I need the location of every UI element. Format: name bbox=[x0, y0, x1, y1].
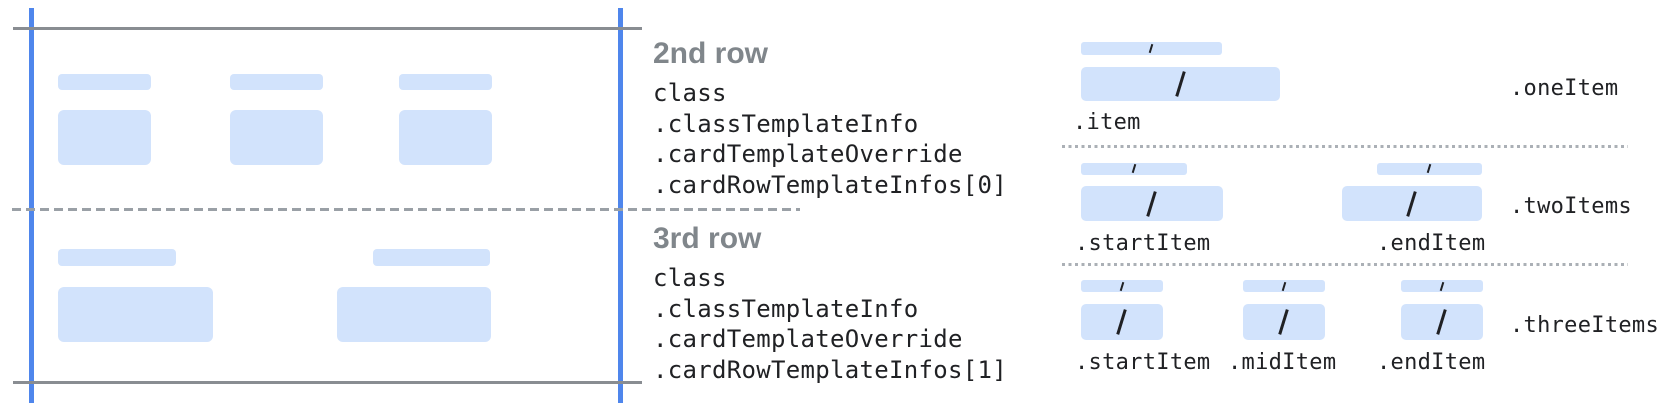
class-path-line: class bbox=[653, 264, 727, 292]
class-path-line: .cardRowTemplateInfos[0] bbox=[653, 171, 1007, 200]
row3-col2-label-placeholder bbox=[373, 249, 490, 266]
card-left-guide-line bbox=[29, 8, 34, 403]
three-items-mid-header-box bbox=[1243, 280, 1325, 292]
two-items-end-body-box bbox=[1342, 186, 1482, 221]
three-items-layout-name: .threeItems bbox=[1510, 313, 1659, 338]
two-items-start-body-box bbox=[1081, 186, 1223, 221]
class-path-line: .cardTemplateOverride bbox=[653, 325, 963, 354]
three-items-end-header-box bbox=[1401, 280, 1483, 292]
row-divider-dashed-line bbox=[12, 207, 800, 211]
three-items-start-body-box bbox=[1081, 303, 1163, 340]
three-items-start-header-box bbox=[1081, 280, 1163, 292]
slash-icon bbox=[1406, 190, 1418, 217]
class-path-line: .classTemplateInfo bbox=[653, 109, 919, 138]
card-top-guide-line bbox=[13, 27, 642, 30]
slash-icon bbox=[1427, 164, 1432, 174]
class-path-line: class bbox=[653, 79, 727, 107]
class-path-line: .classTemplateInfo bbox=[653, 294, 919, 323]
two-items-end-path-label: .endItem bbox=[1377, 231, 1486, 256]
three-items-mid-path-label: .midItem bbox=[1228, 350, 1337, 375]
row3-col2-value-placeholder bbox=[337, 287, 491, 342]
row2-col3-label-placeholder bbox=[399, 74, 492, 90]
legend-divider-dotted-line bbox=[1062, 262, 1628, 266]
row2-col1-value-placeholder bbox=[58, 110, 151, 165]
class-path-line: .cardRowTemplateInfos[1] bbox=[653, 356, 1007, 385]
one-item-header-box bbox=[1081, 42, 1222, 55]
slash-icon bbox=[1439, 281, 1445, 291]
slash-icon bbox=[1131, 164, 1137, 174]
three-items-mid-body-box bbox=[1243, 303, 1325, 340]
two-items-start-path-label: .startItem bbox=[1075, 231, 1211, 256]
row2-title: 2nd row bbox=[653, 37, 769, 70]
two-items-layout-name: .twoItems bbox=[1510, 194, 1632, 219]
three-items-start-path-label: .startItem bbox=[1075, 350, 1211, 375]
slash-icon bbox=[1146, 190, 1158, 217]
row2-col2-label-placeholder bbox=[230, 74, 323, 90]
row3-class-path: class .classTemplateInfo .cardTemplateOv… bbox=[653, 263, 1007, 386]
slash-icon bbox=[1175, 71, 1186, 97]
legend-divider-dotted-line bbox=[1062, 144, 1628, 148]
row2-col3-value-placeholder bbox=[399, 110, 492, 165]
slash-icon bbox=[1149, 43, 1154, 53]
slash-icon bbox=[1116, 308, 1128, 335]
row2-col2-value-placeholder bbox=[230, 110, 323, 165]
row3-col1-value-placeholder bbox=[58, 287, 213, 342]
class-path-line: .cardTemplateOverride bbox=[653, 140, 963, 169]
three-items-end-body-box bbox=[1401, 303, 1483, 340]
two-items-start-header-box bbox=[1081, 163, 1187, 175]
row2-col1-label-placeholder bbox=[58, 74, 151, 90]
three-items-end-path-label: .endItem bbox=[1377, 350, 1486, 375]
row3-col1-label-placeholder bbox=[58, 249, 176, 266]
two-items-end-header-box bbox=[1377, 163, 1482, 175]
slash-icon bbox=[1278, 308, 1290, 335]
card-bottom-guide-line bbox=[13, 381, 642, 384]
one-item-body-box bbox=[1081, 67, 1280, 101]
row2-class-path: class .classTemplateInfo .cardTemplateOv… bbox=[653, 78, 1007, 201]
one-item-path-label: .item bbox=[1073, 110, 1141, 135]
slash-icon bbox=[1436, 308, 1448, 335]
card-right-guide-line bbox=[618, 8, 623, 403]
slash-icon bbox=[1119, 281, 1125, 291]
slash-icon bbox=[1281, 281, 1287, 291]
one-item-layout-name: .oneItem bbox=[1510, 76, 1619, 101]
row3-title: 3rd row bbox=[653, 222, 762, 255]
